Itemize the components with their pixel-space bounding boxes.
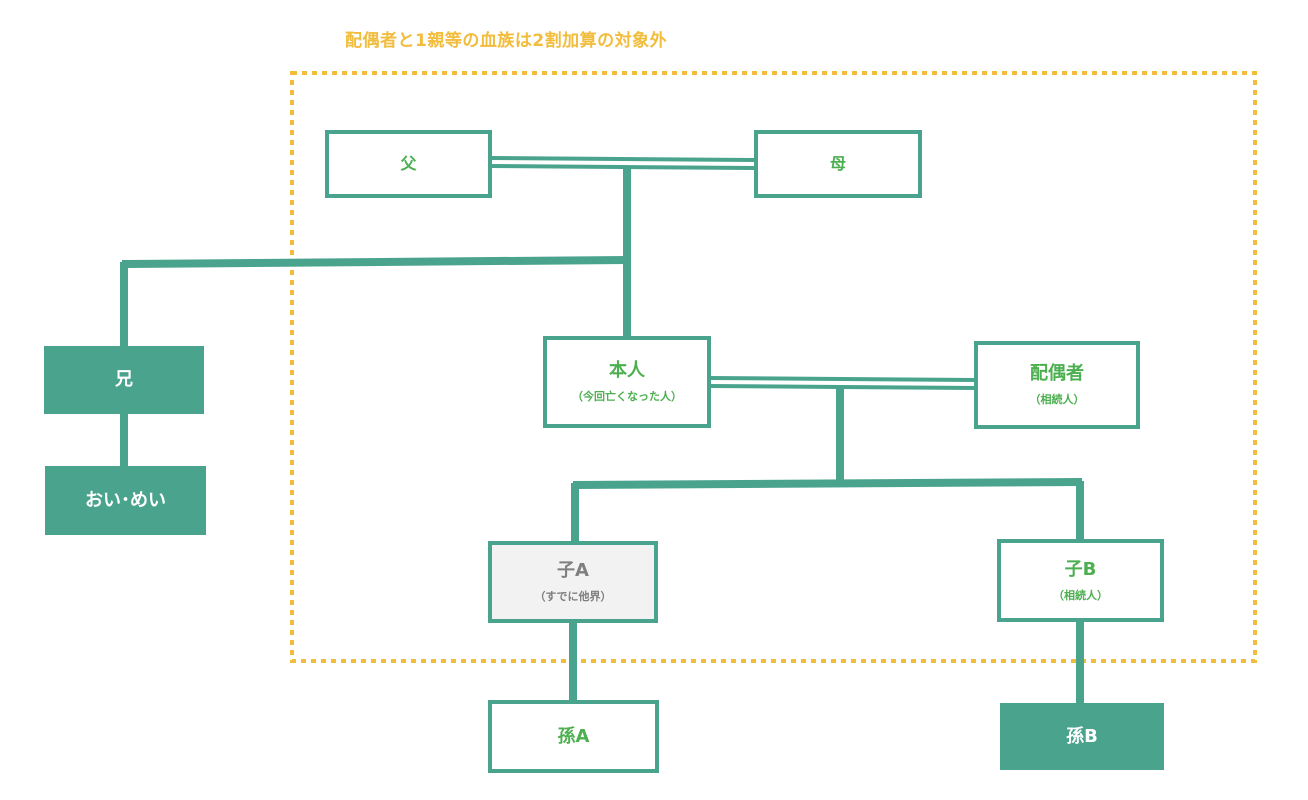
- child-b-node: 子B （相続人）: [997, 539, 1164, 622]
- mother-node: 母: [754, 130, 922, 198]
- nephew-niece-node: おい･めい: [45, 466, 206, 535]
- marriage-line-parents-top: [489, 156, 755, 162]
- sibling-bar: [121, 256, 628, 268]
- self-node: 本人 （今回亡くなった人）: [543, 336, 711, 428]
- self-sublabel: （今回亡くなった人）: [572, 390, 682, 403]
- child-a-sublabel: （すでに他界）: [534, 590, 612, 603]
- nephew-niece-label: おい･めい: [85, 489, 166, 511]
- exemption-boundary: [290, 71, 1257, 663]
- spouse-node: 配偶者 （相続人）: [974, 341, 1140, 429]
- marriage-line-self-top: [708, 376, 977, 382]
- children-bar: [572, 478, 1083, 489]
- grandchild-a-node: 孫A: [488, 700, 659, 773]
- spouse-sublabel: （相続人）: [1029, 393, 1085, 406]
- child-a-node: 子A （すでに他界）: [488, 541, 658, 623]
- marriage-line-parents-bottom: [489, 164, 755, 170]
- exemption-caption: 配偶者と1親等の血族は2割加算の対象外: [345, 31, 668, 51]
- child-b-sublabel: （相続人）: [1053, 588, 1108, 602]
- brother-label: 兄: [115, 369, 133, 390]
- spouse-label: 配偶者: [1030, 363, 1084, 384]
- mother-label: 母: [829, 154, 846, 173]
- father-label: 父: [400, 154, 417, 173]
- father-node: 父: [325, 130, 492, 198]
- brother-node: 兄: [44, 346, 204, 414]
- self-label: 本人: [609, 360, 645, 381]
- child-a-label: 子A: [557, 560, 589, 581]
- grandchild-b-label: 孫B: [1066, 725, 1098, 747]
- grandchild-a-label: 孫A: [557, 725, 590, 747]
- grandchild-b-node: 孫B: [1000, 703, 1164, 770]
- child-b-label: 子B: [1064, 558, 1097, 580]
